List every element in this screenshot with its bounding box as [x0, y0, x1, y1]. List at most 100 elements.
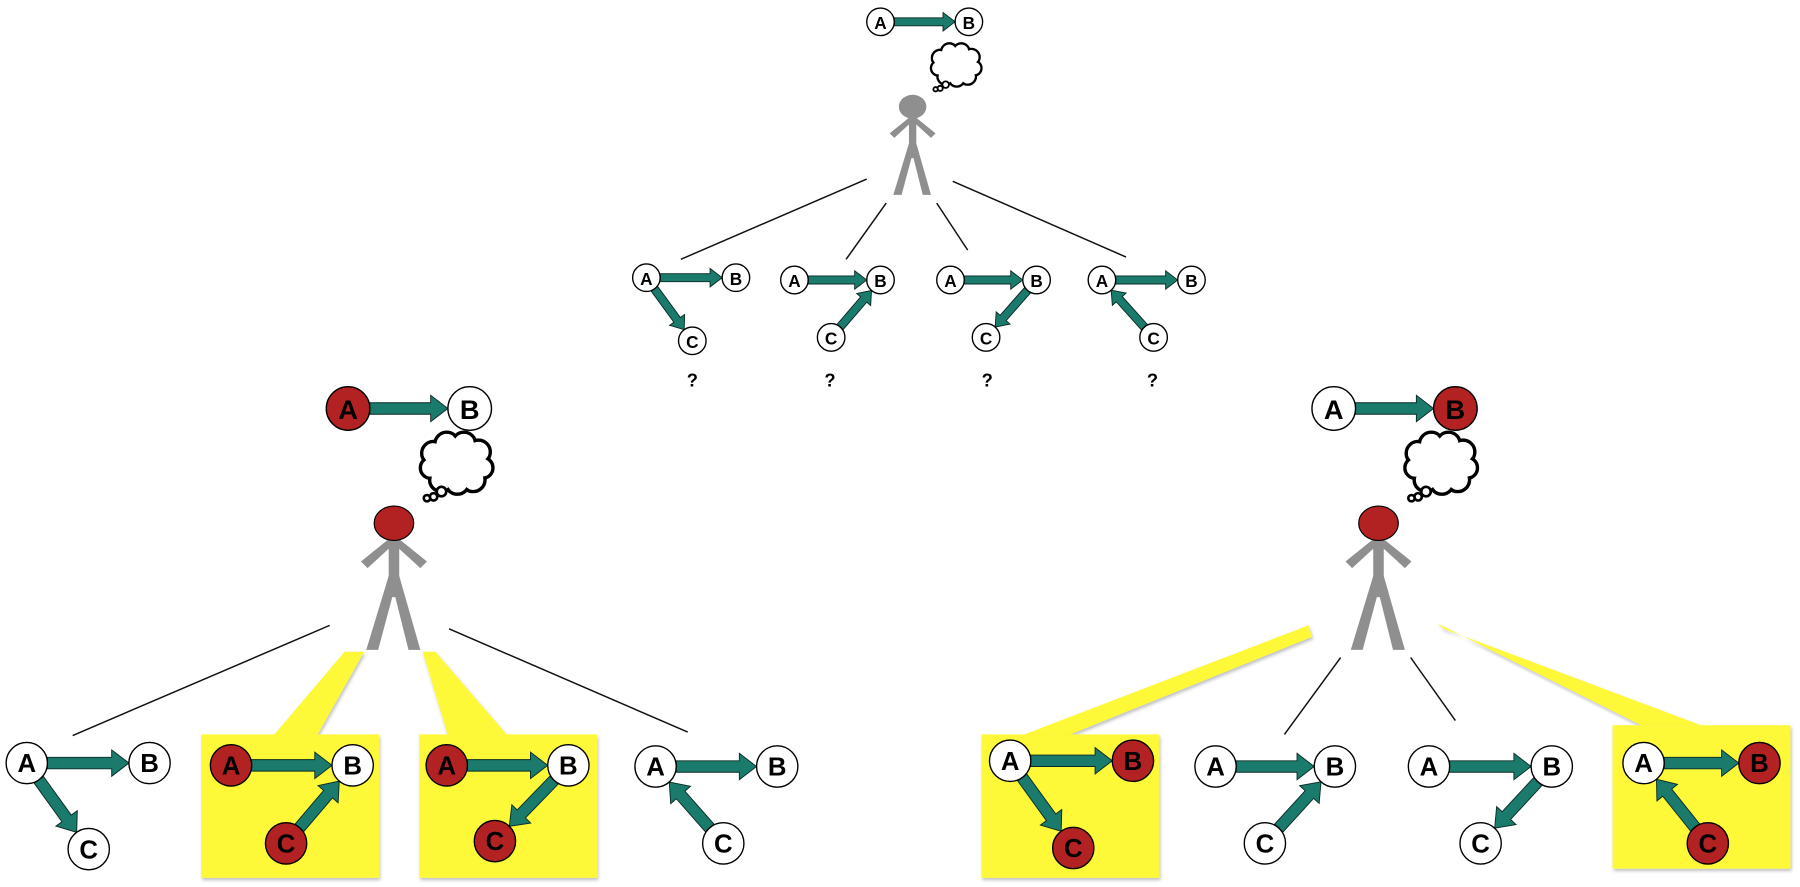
- node-b: [954, 7, 984, 37]
- node-label: C: [686, 332, 698, 352]
- arrow: [807, 269, 868, 291]
- node-b: [755, 745, 799, 788]
- node-c: [67, 827, 111, 871]
- node-label: A: [1001, 748, 1020, 776]
- node-label: A: [1324, 394, 1344, 425]
- node-label: B: [1030, 271, 1042, 291]
- node-label: C: [79, 836, 98, 864]
- thinker-top: [889, 42, 983, 195]
- connector-line: [845, 202, 887, 260]
- arm: [889, 117, 917, 138]
- leg: [909, 143, 931, 195]
- connector-line: [936, 202, 969, 251]
- head: [898, 94, 927, 119]
- arm: [360, 539, 400, 569]
- highlight-beam: [422, 651, 508, 736]
- arrow: [466, 751, 549, 780]
- node-label: C: [1147, 329, 1159, 349]
- thought-bubble-icon: [1403, 430, 1480, 503]
- arrow: [1355, 394, 1435, 423]
- node-label: C: [1256, 831, 1275, 859]
- question-mark: ?: [982, 370, 993, 391]
- node-c: [1051, 826, 1095, 870]
- node-label: B: [1326, 754, 1345, 782]
- head: [373, 505, 415, 541]
- node-label: A: [1096, 271, 1108, 291]
- highlight-beam: [273, 651, 365, 736]
- node-a: [209, 744, 253, 787]
- node-label: B: [768, 754, 787, 782]
- node-c: [701, 822, 745, 865]
- node-label: A: [788, 271, 800, 291]
- arrow: [893, 11, 956, 32]
- arrow: [650, 285, 686, 331]
- node-label: B: [559, 753, 578, 781]
- node-b: [547, 744, 590, 787]
- node-label: C: [714, 831, 733, 859]
- node-label: A: [17, 750, 36, 778]
- node-a: [425, 744, 469, 787]
- node-b: [1530, 745, 1574, 788]
- node-c: [1459, 822, 1502, 865]
- node-label: C: [1699, 831, 1718, 859]
- torso: [1373, 539, 1384, 598]
- arrow: [668, 781, 715, 833]
- leg: [1374, 576, 1405, 650]
- hypothesis-right-2: A B C: [1194, 745, 1357, 865]
- node-a: [936, 265, 965, 295]
- node-b: [1111, 739, 1155, 783]
- node-a: [1311, 386, 1357, 431]
- node-a: [1194, 745, 1237, 788]
- node-label: C: [825, 329, 837, 349]
- connector-line: [1283, 657, 1342, 735]
- node-label: A: [874, 13, 886, 33]
- arrow: [33, 775, 78, 833]
- node-label: B: [140, 750, 159, 778]
- connector-line: [952, 180, 1127, 258]
- node-b: [1313, 745, 1357, 788]
- node-c: [677, 326, 707, 356]
- arrow: [1273, 781, 1322, 833]
- node-label: C: [1471, 831, 1490, 859]
- thinker-figures: [360, 42, 1480, 650]
- thinker-right: [1345, 430, 1480, 650]
- node-label: A: [640, 269, 652, 289]
- node-label: B: [460, 394, 480, 425]
- connector-line: [448, 628, 689, 733]
- arrow: [508, 775, 559, 827]
- node-label: B: [730, 269, 742, 289]
- thought-bubble-icon: [929, 42, 983, 93]
- arrow: [46, 748, 130, 778]
- arrow: [1110, 289, 1149, 331]
- highlight-beams: [273, 623, 1701, 736]
- node-c: [473, 819, 517, 863]
- node-a: [631, 263, 661, 293]
- arrow: [1115, 269, 1179, 291]
- arm: [1345, 539, 1384, 569]
- arrow: [994, 287, 1032, 328]
- node-label: C: [277, 831, 296, 859]
- arrow: [294, 780, 340, 833]
- node-b: [447, 386, 493, 431]
- node-b: [866, 265, 895, 295]
- node-a: [1407, 745, 1451, 788]
- node-label: A: [437, 753, 456, 781]
- arm: [388, 539, 427, 569]
- node-b: [721, 263, 751, 293]
- node-c: [264, 822, 308, 865]
- node-a: [634, 745, 677, 788]
- node-b: [1738, 741, 1781, 785]
- node-b: [331, 744, 374, 787]
- node-label: A: [1206, 754, 1225, 782]
- arrow: [1235, 752, 1315, 781]
- thought-bubble-icon: [418, 430, 495, 503]
- node-label: A: [222, 753, 241, 781]
